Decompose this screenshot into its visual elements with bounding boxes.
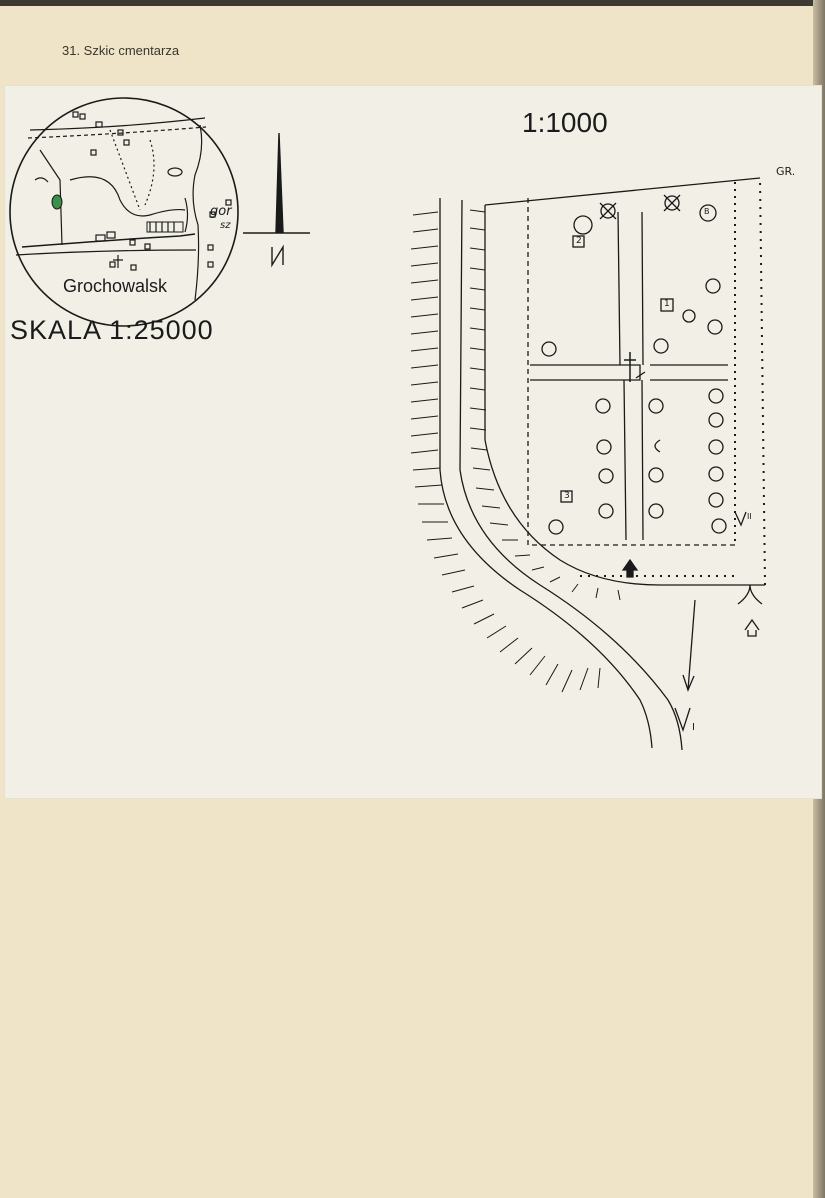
viewpoint-2-label: II — [747, 512, 752, 521]
inset-scale-label: SKALA 1:25000 — [10, 315, 214, 345]
figure-caption: 31. Szkic cmentarza — [62, 43, 180, 58]
terrain-label-1: gor — [210, 204, 232, 219]
top-edge — [0, 0, 825, 6]
inset-map — [9, 97, 239, 327]
viewpoint-1-label: I — [692, 722, 695, 733]
plot-number-1: 1 — [664, 299, 670, 309]
cemetery-location-marker — [51, 194, 63, 210]
plan-scale-label: 1:1000 — [522, 107, 608, 138]
plot-number-2: 2 — [576, 236, 582, 246]
village-label: Grochowalsk — [63, 276, 168, 296]
grave-marker-b: B — [704, 207, 710, 216]
north-arrow-icon — [243, 132, 310, 268]
site-plan — [410, 177, 766, 751]
terrain-label-2: sz — [220, 220, 231, 231]
corner-label: GR. — [776, 165, 796, 178]
plot-number-3: 3 — [564, 491, 570, 501]
